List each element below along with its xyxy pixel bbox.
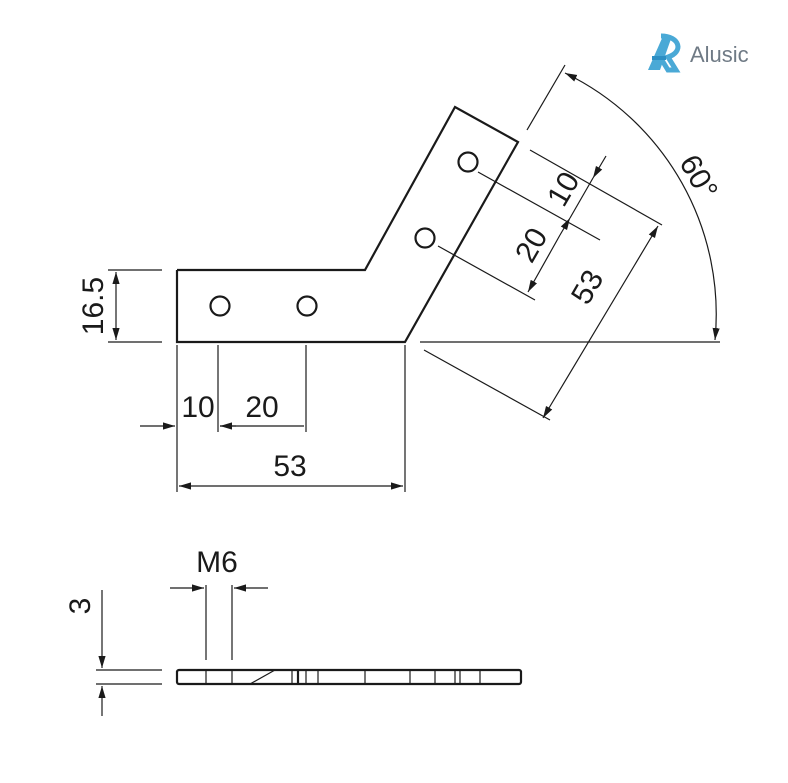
logo-text: Alusic <box>690 42 749 67</box>
hole-spacing-dim-label: 20 <box>245 391 278 424</box>
hole-1 <box>209 295 231 317</box>
dim-horizontal: 10 20 53 <box>140 345 406 492</box>
dim-height: 16.5 <box>77 269 162 343</box>
angled-length-dim-label: 53 <box>565 265 610 310</box>
plate-holes <box>209 151 479 317</box>
plate-outline <box>175 105 520 344</box>
dim-thread: M6 <box>170 546 268 660</box>
angled-hole-offset-dim-label: 10 <box>541 167 586 212</box>
hole-3 <box>414 227 436 249</box>
side-view <box>175 668 523 686</box>
length-dim-label: 53 <box>273 450 306 483</box>
dim-angled: 10 20 53 60° <box>420 64 724 421</box>
angled-hole-spacing-dim-label: 20 <box>509 223 554 268</box>
hole-2 <box>296 295 318 317</box>
height-dim-label: 16.5 <box>77 277 110 335</box>
angle-dim-label: 60° <box>673 149 724 205</box>
hole-4 <box>457 151 479 173</box>
logo-mark-icon <box>648 33 681 73</box>
alusic-logo: Alusic <box>648 33 749 73</box>
hole-offset-dim-label: 10 <box>181 391 214 424</box>
dim-thickness: 3 <box>64 590 162 716</box>
thickness-dim-label: 3 <box>64 598 97 615</box>
thread-dim-label: M6 <box>196 546 238 579</box>
